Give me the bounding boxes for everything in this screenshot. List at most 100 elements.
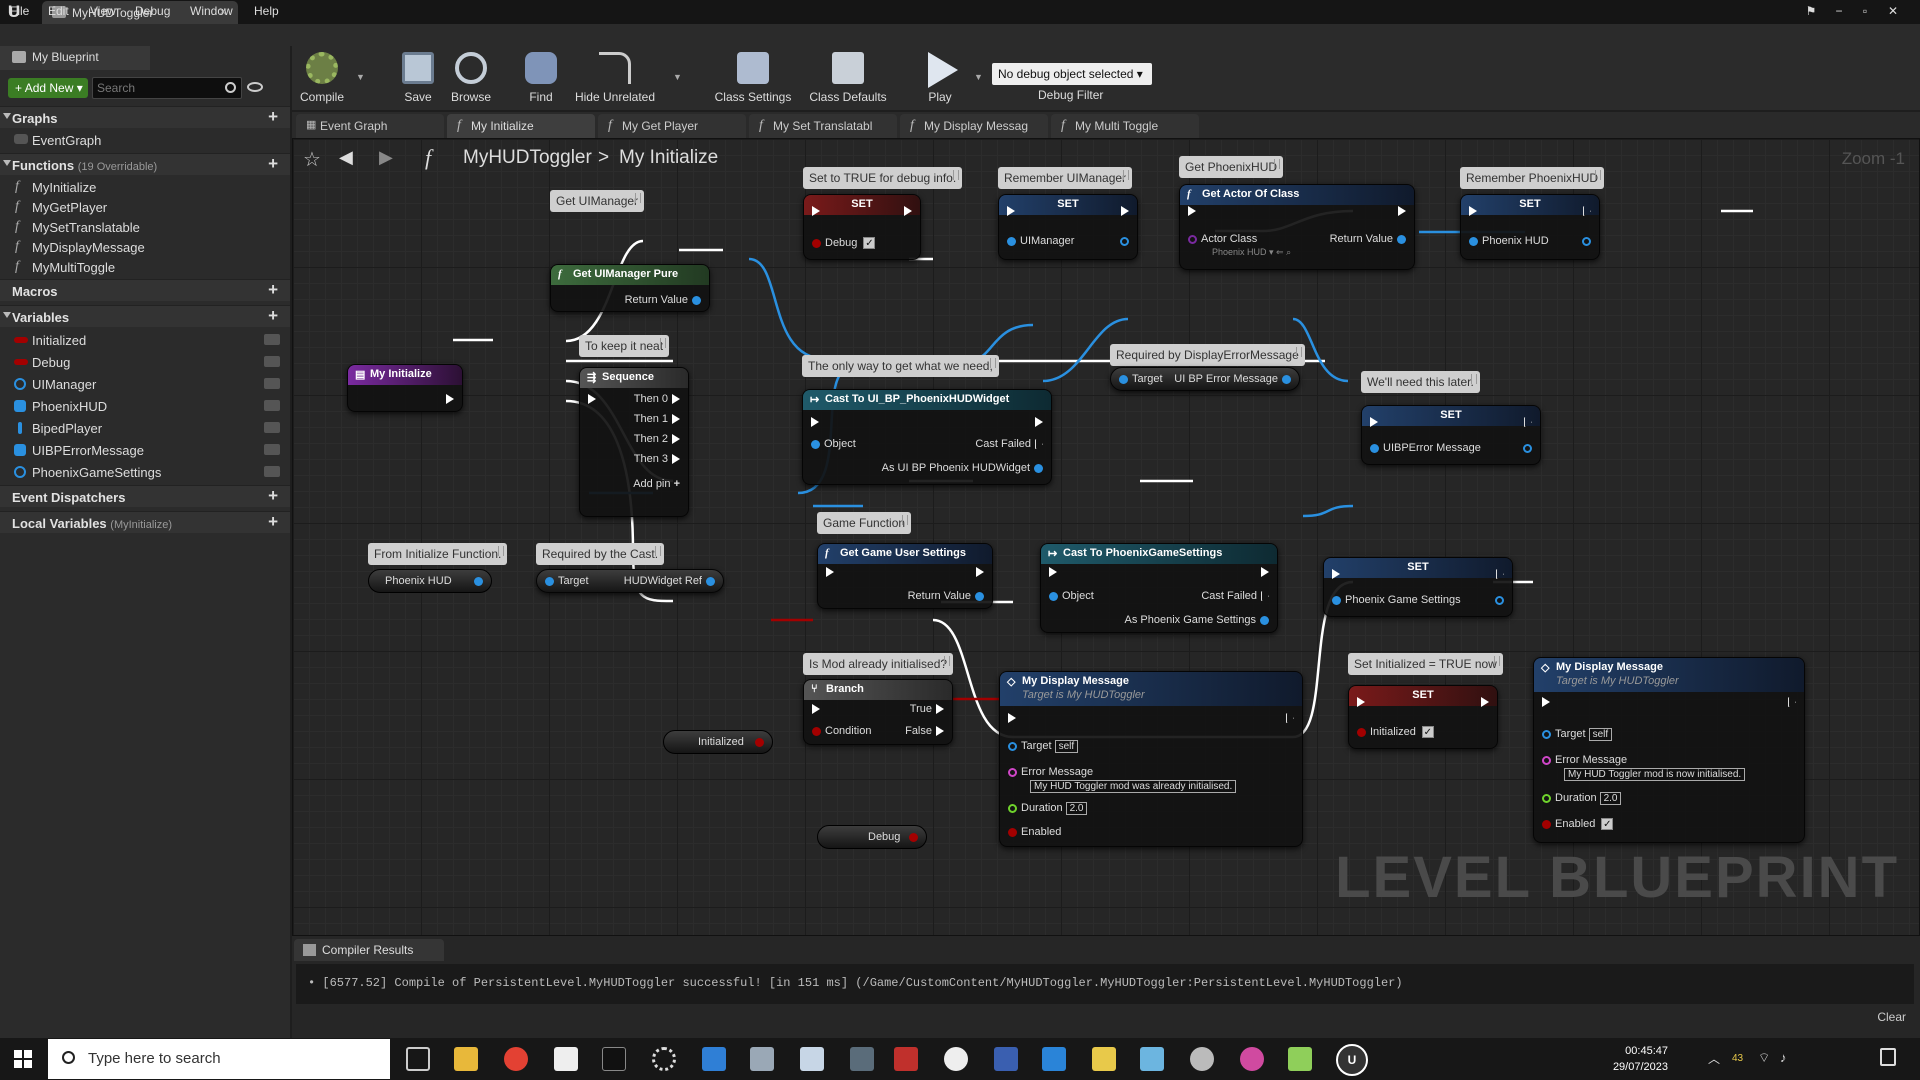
checkbox[interactable]: ✓	[863, 237, 876, 250]
app-icon[interactable]	[994, 1047, 1018, 1071]
comment-bubble[interactable]: Is Mod already initialised?	[803, 653, 954, 675]
compiler-results-tab[interactable]: Compiler Results	[294, 939, 444, 961]
comment-bubble[interactable]: Required by the Cast.	[536, 543, 665, 565]
exec-in-pin[interactable]	[822, 566, 838, 578]
menu-window[interactable]: Window	[190, 4, 233, 18]
add-dispatcher-icon[interactable]: +	[268, 486, 278, 505]
task-view-icon[interactable]	[406, 1047, 430, 1071]
section-event-dispatchers[interactable]: Event Dispatchers+	[0, 485, 290, 507]
menu-debug[interactable]: Debug	[135, 4, 171, 18]
exec-in-pin[interactable]	[1366, 416, 1382, 428]
error-message-pin[interactable]: UI BP Error Message	[1174, 373, 1295, 385]
exec-in-pin[interactable]	[1353, 696, 1369, 708]
cast-failed-pin[interactable]: Cast Failed	[1201, 590, 1273, 602]
class-defaults-button[interactable]: Class Defaults	[806, 48, 890, 108]
comment-bubble[interactable]: The only way to get what we need,	[802, 355, 999, 377]
visibility-eye-icon[interactable]	[264, 378, 280, 389]
taskbar-search-input[interactable]: Type here to search	[48, 1039, 390, 1079]
true-pin[interactable]: True	[910, 703, 948, 715]
node-cast-to-hud-widget[interactable]: ↦Cast To UI_BP_PhoenixHUDWidget Object C…	[802, 389, 1052, 485]
variable-item[interactable]: UIManager	[0, 374, 290, 394]
variable-item[interactable]: Debug	[0, 352, 290, 372]
variable-item[interactable]: BipedPlayer	[0, 418, 290, 438]
false-pin[interactable]: False	[905, 725, 948, 737]
condition-pin[interactable]: Condition	[808, 725, 871, 737]
hide-unrelated-dropdown-icon[interactable]: ▼	[673, 72, 682, 82]
exec-out-pin[interactable]	[442, 393, 458, 405]
node-set-phoenix-game-settings[interactable]: SET Phoenix Game Settings	[1323, 557, 1513, 617]
exec-in-pin[interactable]	[1328, 568, 1344, 580]
exec-out-pin[interactable]	[900, 205, 916, 217]
app-icon[interactable]	[1190, 1047, 1214, 1071]
node-set-debug[interactable]: SET Debug✓	[803, 194, 921, 260]
collapse-icon[interactable]	[3, 160, 11, 166]
variable-item[interactable]: PhoenixGameSettings	[0, 462, 290, 482]
cast-failed-pin[interactable]: Cast Failed	[975, 438, 1047, 450]
add-function-icon[interactable]: +	[268, 154, 278, 173]
save-button[interactable]: Save	[390, 48, 446, 108]
exec-in-pin[interactable]	[808, 205, 824, 217]
node-get-initialized[interactable]: Initialized	[663, 730, 773, 754]
compile-dropdown-icon[interactable]: ▼	[356, 72, 365, 82]
object-pin[interactable]: Object	[807, 438, 856, 450]
exec-out-pin[interactable]	[1520, 416, 1536, 428]
app-icon[interactable]	[1042, 1047, 1066, 1071]
then-0-pin[interactable]: Then 0	[634, 393, 684, 405]
comment-bubble[interactable]: Remember UIManager	[998, 167, 1133, 189]
enabled-pin[interactable]: Enabled✓	[1538, 818, 1614, 831]
debug-object-select[interactable]: No debug object selected ▾	[992, 63, 1152, 85]
variable-item[interactable]: PhoenixHUD	[0, 396, 290, 416]
comment-bubble[interactable]: To keep it neat	[579, 335, 670, 357]
graph-canvas[interactable]: ☆ ◀ ▶ f MyHUDToggler > My Initialize Zoo…	[292, 138, 1920, 936]
error-message-pin[interactable]: Error Message	[1004, 766, 1093, 778]
exec-out-pin[interactable]	[1784, 696, 1800, 708]
enabled-pin[interactable]: Enabled	[1004, 826, 1061, 838]
app-icon[interactable]	[1288, 1047, 1312, 1071]
menu-file[interactable]: File	[10, 4, 30, 18]
restore-button[interactable]: ▫	[1862, 4, 1868, 18]
section-macros[interactable]: Macros+	[0, 279, 290, 301]
visibility-eye-icon[interactable]	[264, 334, 280, 345]
back-arrow-icon[interactable]: ◀	[339, 147, 353, 167]
phoenix-game-settings-out-pin[interactable]	[1491, 594, 1508, 606]
visibility-eye-icon[interactable]	[264, 400, 280, 411]
notifications-icon[interactable]	[1880, 1048, 1896, 1066]
uibp-error-out-pin[interactable]	[1519, 442, 1536, 454]
file-explorer-icon[interactable]	[454, 1047, 478, 1071]
phoenix-hud-out-pin[interactable]	[1578, 235, 1595, 247]
return-value-pin[interactable]: Return Value	[625, 294, 705, 306]
add-pin-button[interactable]: Add pin +	[633, 478, 680, 490]
exec-out-pin[interactable]	[972, 566, 988, 578]
visibility-eye-icon[interactable]	[247, 82, 263, 92]
hide-unrelated-button[interactable]: Hide Unrelated	[572, 48, 658, 108]
app-icon[interactable]	[944, 1047, 968, 1071]
node-branch[interactable]: ⑂Branch True Condition False	[803, 679, 953, 745]
visibility-eye-icon[interactable]	[264, 422, 280, 433]
clear-button[interactable]: Clear	[1877, 1010, 1906, 1024]
notepad-icon[interactable]	[554, 1047, 578, 1071]
comment-bubble[interactable]: Set to TRUE for debug info.	[803, 167, 963, 189]
uibp-error-pin[interactable]: UIBPError Message	[1366, 442, 1481, 454]
as-widget-pin[interactable]: As UI BP Phoenix HUDWidget	[882, 462, 1047, 474]
actor-class-pin[interactable]: Actor Class	[1184, 233, 1257, 245]
exec-in-pin[interactable]	[807, 416, 823, 428]
then-1-pin[interactable]: Then 1	[634, 413, 684, 425]
add-local-variable-icon[interactable]: +	[268, 512, 278, 531]
section-variables[interactable]: Variables+	[0, 305, 290, 327]
exec-out-pin[interactable]	[1282, 712, 1298, 724]
visibility-eye-icon[interactable]	[264, 466, 280, 477]
node-get-phoenix-hud[interactable]: Phoenix HUD	[368, 569, 492, 593]
exec-out-pin[interactable]	[1492, 568, 1508, 580]
exec-in-pin[interactable]	[1004, 712, 1020, 724]
search-icon[interactable]	[225, 82, 236, 93]
exec-in-pin[interactable]	[1465, 205, 1481, 217]
unreal-engine-taskbar-icon[interactable]: U	[1336, 1044, 1368, 1076]
exec-out-pin[interactable]	[1477, 696, 1493, 708]
